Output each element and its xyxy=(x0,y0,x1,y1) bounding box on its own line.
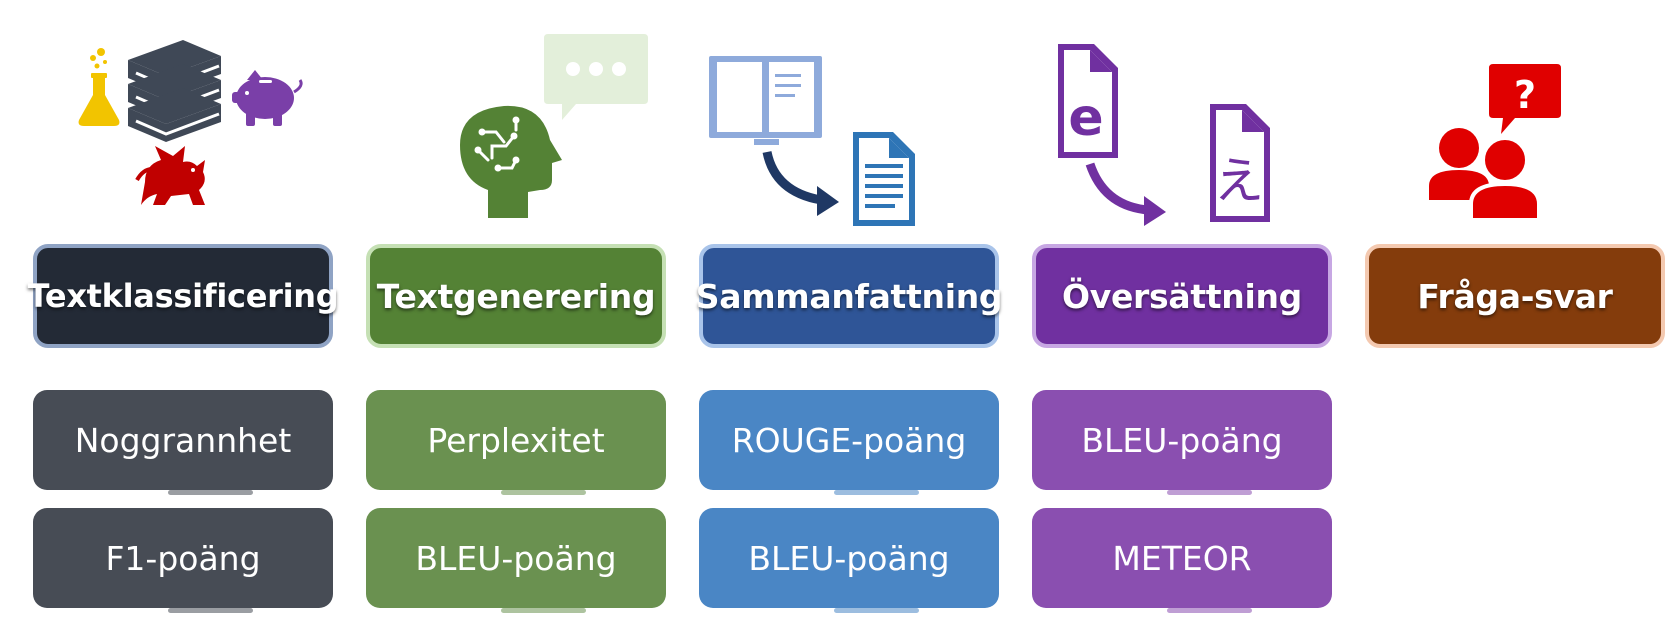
flask-icon xyxy=(78,48,120,126)
column-fraga-svar: ? Fråga-svar xyxy=(1365,0,1665,640)
metric-noggrannhet: Noggrannhet xyxy=(33,390,333,495)
icon-area-textklassificering xyxy=(33,0,333,230)
curved-arrow-icon xyxy=(1085,162,1166,226)
column-textgenerering: Textgenerering Perplexitet BLEU-poäng xyxy=(366,0,666,640)
glyph-e: e xyxy=(1068,88,1103,148)
icon-area-textgenerering xyxy=(366,0,666,230)
metric-bleu-poang-sammanfattning: BLEU-poäng xyxy=(699,508,999,613)
piggy-bank-icon xyxy=(232,70,303,126)
header-sammanfattning: Sammanfattning xyxy=(696,244,1003,348)
header-fraga-svar: Fråga-svar xyxy=(1365,244,1665,348)
document-e-icon: e xyxy=(1058,44,1118,158)
column-oversattning: e え Översättning BLEU-poäng METEOR xyxy=(1032,0,1332,640)
question-mark: ? xyxy=(1514,73,1536,117)
icon-area-sammanfattning xyxy=(699,0,999,230)
users-icon xyxy=(1429,128,1541,222)
books-icon xyxy=(128,40,221,142)
icon-area-oversattning: e え xyxy=(1032,0,1332,230)
metric-meteor: METEOR xyxy=(1032,508,1332,613)
glyph-japanese-e: え xyxy=(1214,152,1264,210)
question-bubble-icon: ? xyxy=(1489,64,1561,134)
column-textklassificering: Textklassificering Noggrannhet F1-poäng xyxy=(28,0,339,640)
document-icon xyxy=(853,132,915,226)
header-textgenerering: Textgenerering xyxy=(366,244,666,348)
metric-f1-poang: F1-poäng xyxy=(33,508,333,613)
chat-bubble-icon xyxy=(544,34,648,120)
header-textklassificering: Textklassificering xyxy=(28,244,339,348)
brain-head-icon xyxy=(460,105,562,218)
metric-rouge-poang: ROUGE-poäng xyxy=(699,390,999,495)
column-sammanfattning: Sammanfattning ROUGE-poäng BLEU-poäng xyxy=(696,0,1003,640)
open-book-icon xyxy=(709,56,822,145)
dragon-icon xyxy=(135,146,205,205)
icon-area-fraga-svar: ? xyxy=(1365,0,1665,230)
document-e-japanese-icon: え xyxy=(1210,104,1270,222)
metric-bleu-poang-textgenerering: BLEU-poäng xyxy=(366,508,666,613)
curved-arrow-icon xyxy=(762,150,839,216)
header-oversattning: Översättning xyxy=(1032,244,1332,348)
metric-bleu-poang-oversattning: BLEU-poäng xyxy=(1032,390,1332,495)
metric-perplexitet: Perplexitet xyxy=(366,390,666,495)
